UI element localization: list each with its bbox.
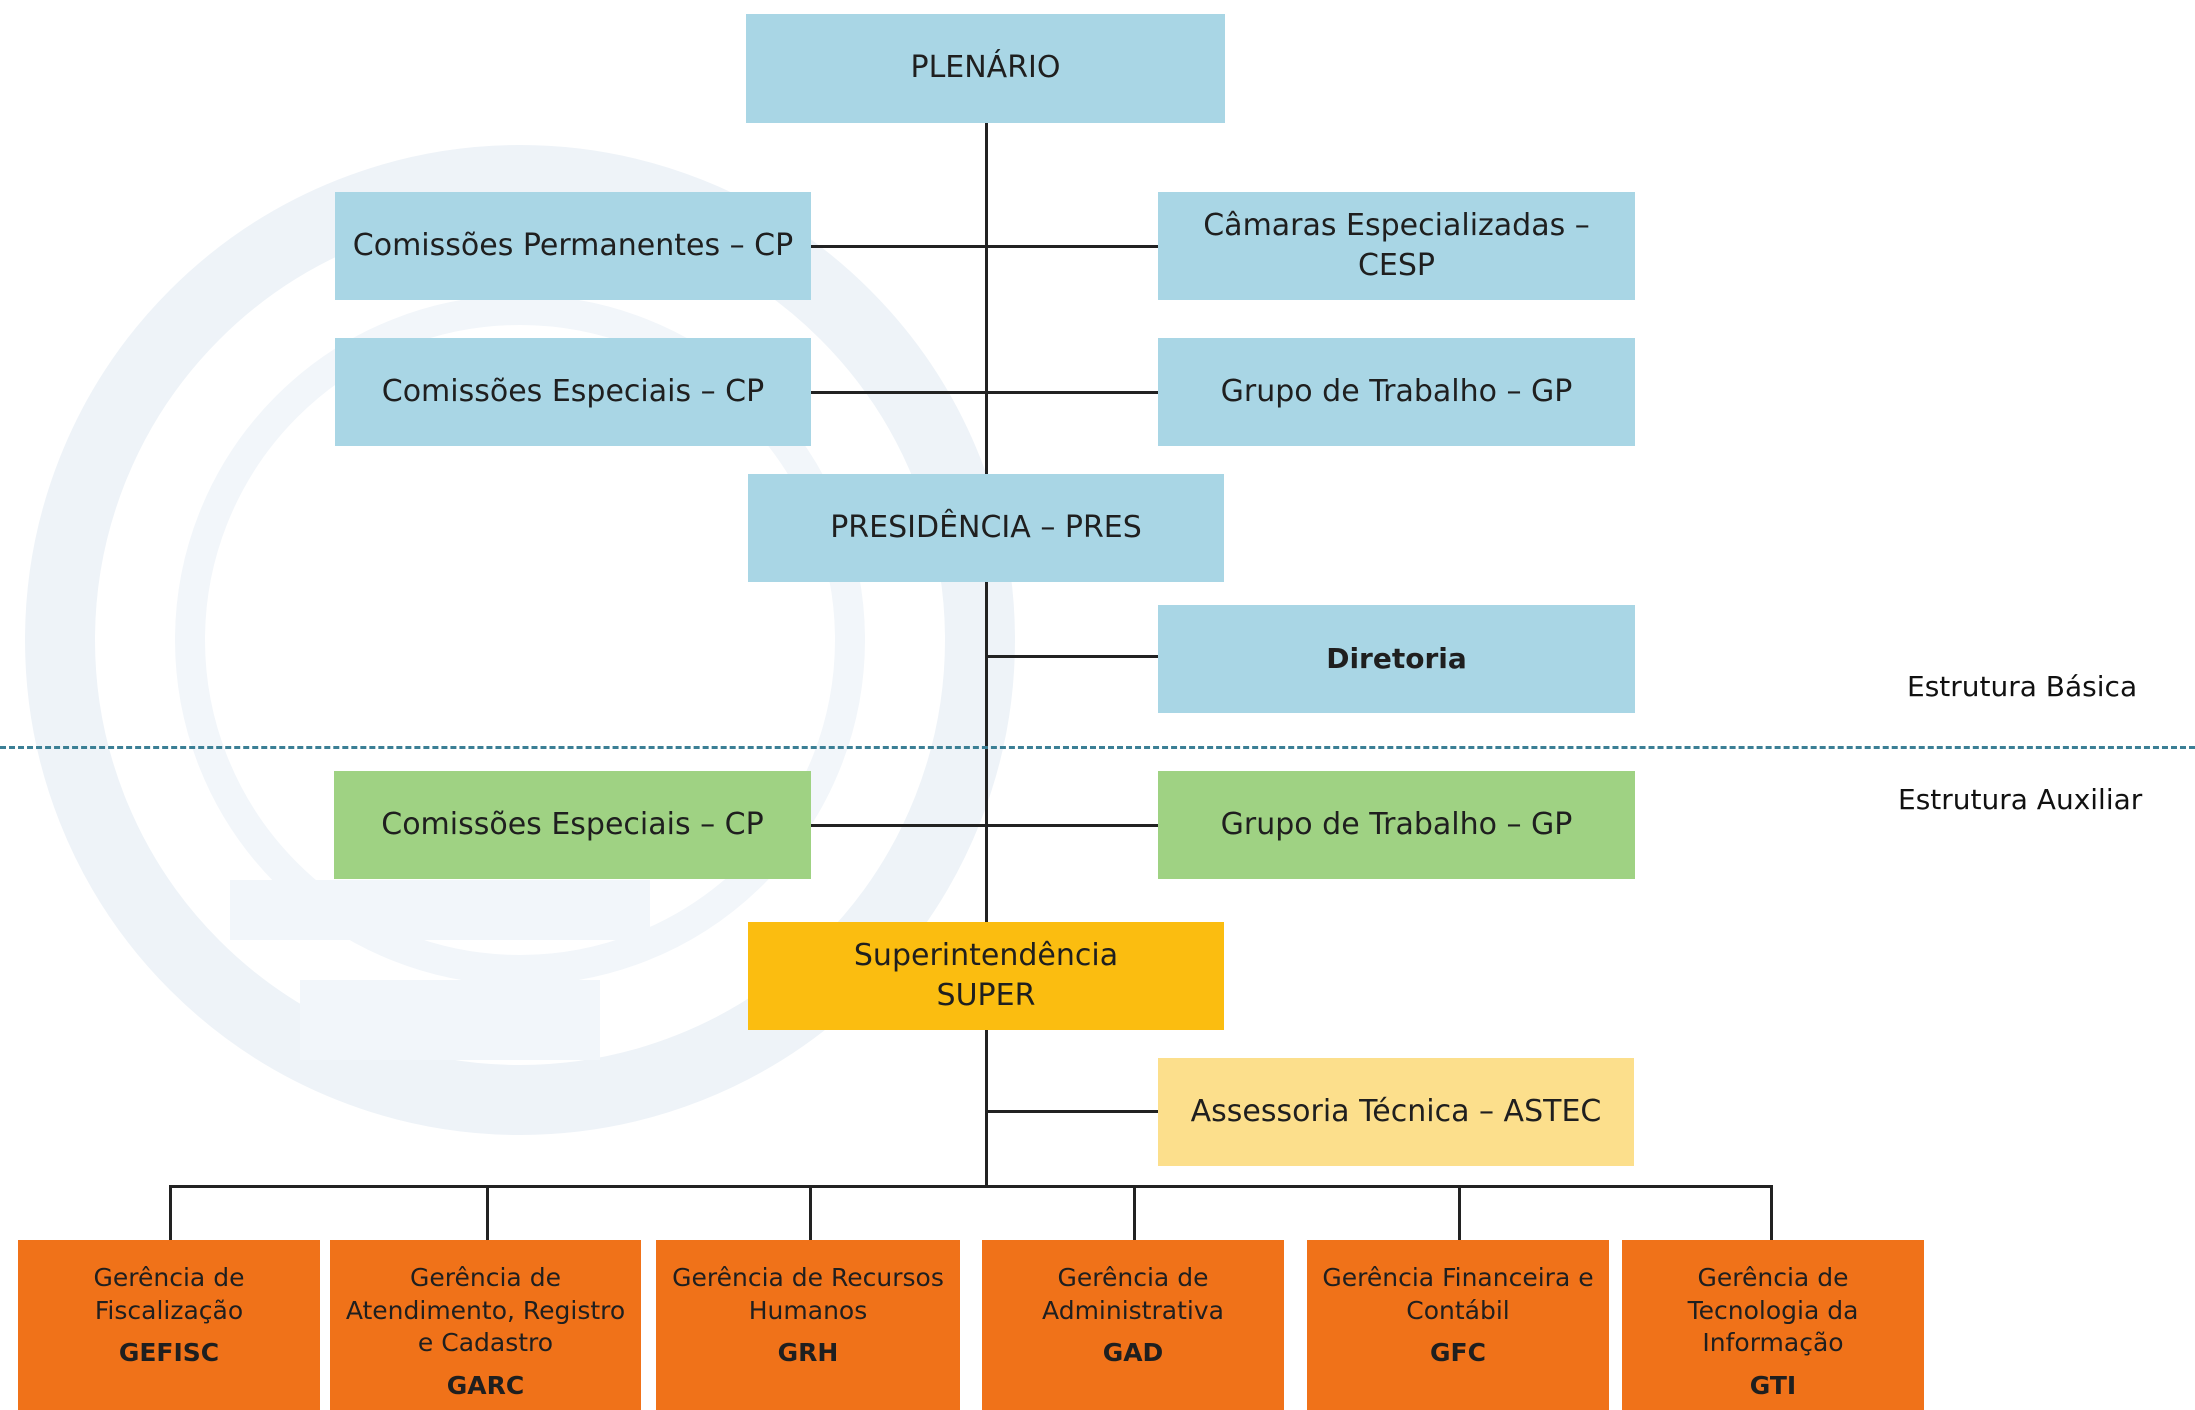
aux-comissoes-especiais-box: Comissões Especiais – CP: [334, 771, 811, 879]
plenario-label: PLENÁRIO: [910, 50, 1061, 86]
connector-dept-grh: [809, 1185, 812, 1242]
dept-gad-name: Gerência de Administrativa: [1042, 1263, 1224, 1325]
dept-gefisc-name: Gerência de Fiscalização: [93, 1263, 245, 1325]
dept-grh-abbr: GRH: [777, 1338, 839, 1367]
connector-auxiliary: [810, 824, 1160, 827]
presidencia-label: PRESIDÊNCIA – PRES: [830, 509, 1142, 545]
aux-grupo-trabalho-box: Grupo de Trabalho – GP: [1158, 771, 1635, 879]
astec-label: Assessoria Técnica – ASTEC: [1190, 1093, 1602, 1129]
dept-garc-name: Gerência de Atendimento, Registro e Cada…: [345, 1263, 626, 1357]
section-label-basic: Estrutura Básica: [1907, 670, 2138, 703]
connector-dept-gfc: [1458, 1185, 1461, 1242]
dept-gfc-name: Gerência Financeira e Contábil: [1322, 1263, 1594, 1325]
aux-grupo-trabalho-label: Grupo de Trabalho – GP: [1220, 806, 1573, 842]
connector-dept-gti: [1770, 1185, 1773, 1242]
comissoes-permanentes-label: Comissões Permanentes – CP: [352, 227, 794, 263]
section-label-auxiliary: Estrutura Auxiliar: [1898, 783, 2143, 816]
plenario-box: PLENÁRIO: [746, 14, 1225, 123]
dept-grh-box: Gerência de Recursos Humanos GRH: [656, 1240, 960, 1410]
dept-gti-abbr: GTI: [1749, 1370, 1797, 1400]
grupo-trabalho-label: Grupo de Trabalho – GP: [1220, 373, 1573, 409]
diretoria-label: Diretoria: [1326, 642, 1467, 676]
dept-gad-box: Gerência de Administrativa GAD: [982, 1240, 1284, 1410]
dept-gefisc-abbr: GEFISC: [118, 1338, 220, 1367]
superintendencia-label: Superintendência: [853, 937, 1119, 973]
connector-dept-gad: [1133, 1185, 1136, 1242]
connector-dept-garc: [486, 1185, 489, 1242]
comissoes-especiais-box: Comissões Especiais – CP: [335, 338, 811, 446]
camaras-especializadas-box: Câmaras Especializadas – CESP: [1158, 192, 1635, 300]
grupo-trabalho-box: Grupo de Trabalho – GP: [1158, 338, 1635, 446]
connector-astec: [985, 1110, 1160, 1113]
dept-grh-name: Gerência de Recursos Humanos: [672, 1263, 944, 1325]
dept-gefisc-box: Gerência de Fiscalização GEFISC: [18, 1240, 320, 1410]
connector-cp-permanentes: [810, 245, 1160, 248]
dept-garc-abbr: GARC: [446, 1370, 525, 1400]
superintendencia-box: Superintendência SUPER: [748, 922, 1224, 1030]
connector-departments-horizontal: [169, 1185, 1773, 1188]
superintendencia-abbr: SUPER: [936, 978, 1036, 1013]
astec-box: Assessoria Técnica – ASTEC: [1158, 1058, 1634, 1166]
section-divider: [0, 746, 2195, 749]
diretoria-box: Diretoria: [1158, 605, 1635, 713]
dept-gfc-box: Gerência Financeira e Contábil GFC: [1307, 1240, 1609, 1410]
dept-gfc-abbr: GFC: [1430, 1338, 1486, 1367]
connector-comissoes-especiais: [810, 391, 1160, 394]
comissoes-especiais-label: Comissões Especiais – CP: [381, 373, 765, 409]
dept-gti-box: Gerência de Tecnologia da Informação GTI: [1622, 1240, 1924, 1410]
comissoes-permanentes-box: Comissões Permanentes – CP: [335, 192, 811, 300]
dept-gti-name: Gerência de Tecnologia da Informação: [1687, 1263, 1859, 1357]
connector-dept-gefisc: [169, 1185, 172, 1242]
dept-gad-abbr: GAD: [1102, 1338, 1164, 1367]
connector-diretoria: [985, 655, 1160, 658]
presidencia-box: PRESIDÊNCIA – PRES: [748, 474, 1224, 582]
aux-comissoes-especiais-label: Comissões Especiais – CP: [381, 806, 764, 842]
dept-garc-box: Gerência de Atendimento, Registro e Cada…: [330, 1240, 641, 1410]
camaras-especializadas-label: Câmaras Especializadas – CESP: [1203, 207, 1590, 284]
